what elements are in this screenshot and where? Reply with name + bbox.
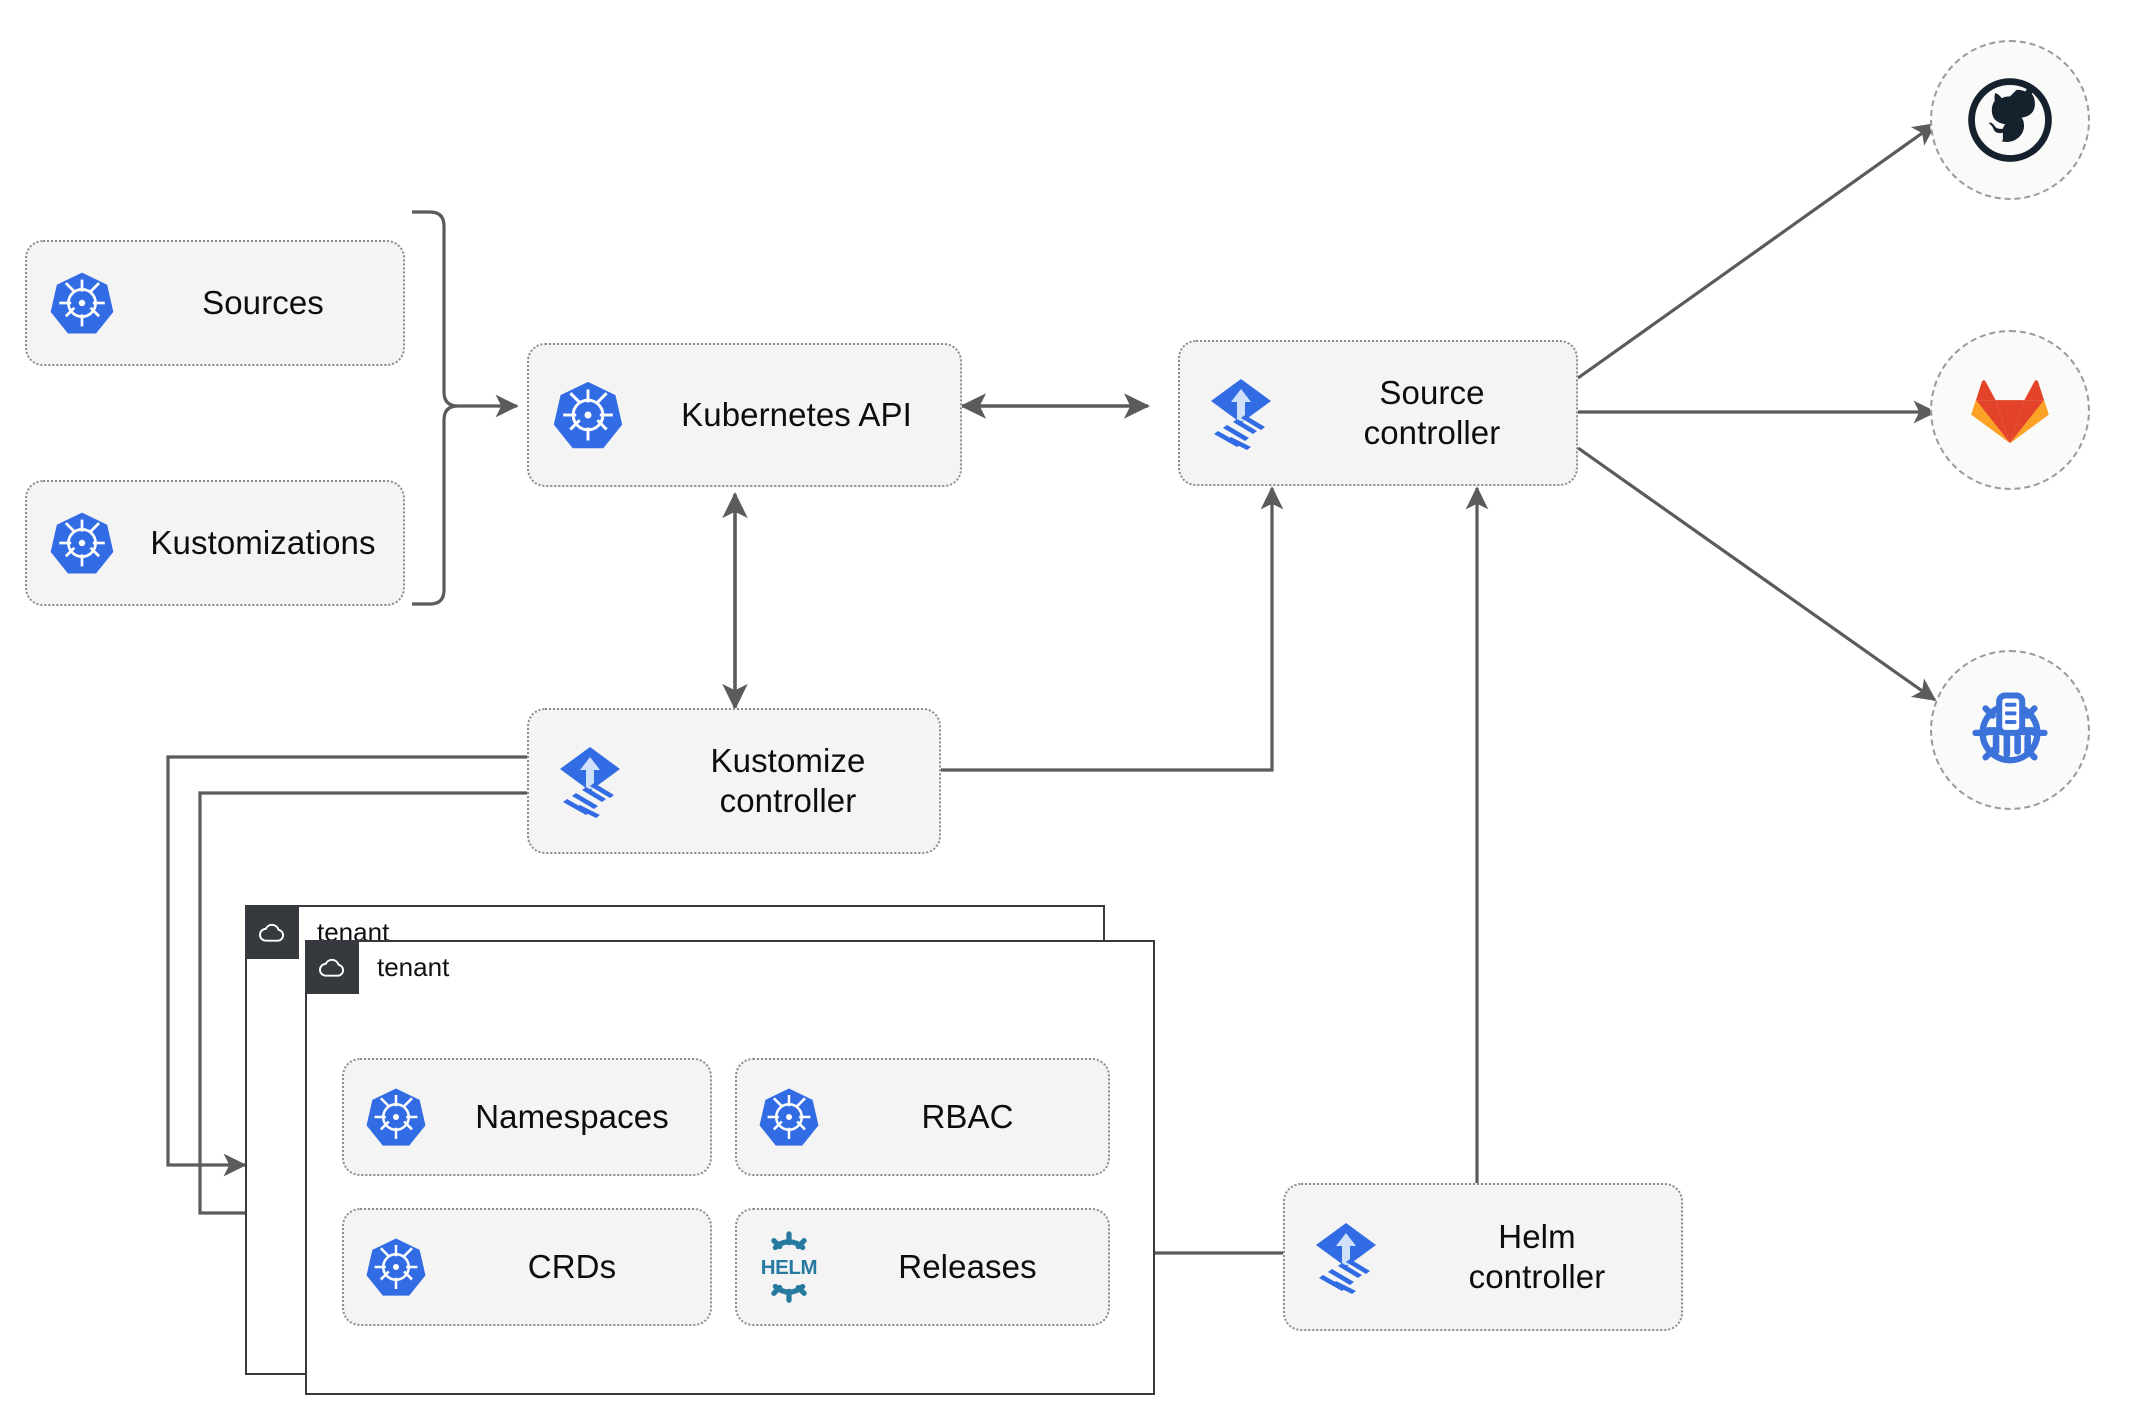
flux-icon	[1180, 373, 1302, 453]
node-label: Source controller	[1302, 373, 1576, 454]
node-releases[interactable]: HELM Releases	[735, 1208, 1110, 1326]
node-label: Releases	[898, 1247, 1037, 1285]
node-label: Namespaces	[475, 1097, 669, 1135]
cloud-icon	[245, 905, 299, 959]
node-source-controller[interactable]: Source controller	[1178, 340, 1578, 486]
provider-helm-repo[interactable]	[1930, 650, 2090, 810]
kubernetes-icon	[27, 510, 137, 576]
github-icon	[1968, 78, 2052, 162]
node-label-line2: controller	[719, 782, 857, 819]
kubernetes-icon	[737, 1086, 841, 1148]
provider-github[interactable]	[1930, 40, 2090, 200]
node-crds[interactable]: CRDs	[342, 1208, 712, 1326]
node-label-line1: Source	[1379, 373, 1485, 411]
node-label: Kustomize controller	[651, 741, 939, 822]
node-kustomizations[interactable]: Kustomizations	[25, 480, 405, 606]
kubernetes-icon	[529, 379, 647, 451]
node-label-line2: controller	[1468, 1258, 1606, 1295]
node-label: Kubernetes API	[681, 395, 912, 433]
kubernetes-icon	[344, 1236, 448, 1298]
kubernetes-icon	[27, 270, 137, 336]
node-kustomize-controller[interactable]: Kustomize controller	[527, 708, 941, 854]
cloud-icon	[305, 940, 359, 994]
node-label-line2: controller	[1363, 414, 1501, 451]
tenant-header-front: tenant	[305, 940, 449, 994]
node-namespaces[interactable]: Namespaces	[342, 1058, 712, 1176]
node-label-line1: Helm	[1498, 1217, 1576, 1255]
node-label-line1: Kustomize	[710, 741, 866, 779]
node-sources[interactable]: Sources	[25, 240, 405, 366]
node-label: Helm controller	[1407, 1217, 1681, 1298]
tenant-label: tenant	[377, 951, 450, 982]
kubernetes-icon	[344, 1086, 448, 1148]
node-label: Sources	[202, 283, 324, 321]
node-helm-controller[interactable]: Helm controller	[1283, 1183, 1683, 1331]
node-kubernetes-api[interactable]: Kubernetes API	[527, 343, 962, 487]
node-label: RBAC	[921, 1097, 1014, 1135]
flux-icon	[529, 741, 651, 821]
node-rbac[interactable]: RBAC	[735, 1058, 1110, 1176]
svg-text:HELM: HELM	[761, 1256, 817, 1279]
gitlab-icon	[1971, 380, 2049, 444]
flux-icon	[1285, 1217, 1407, 1297]
node-label: Kustomizations	[150, 523, 376, 561]
node-label: CRDs	[527, 1247, 617, 1285]
helm-icon: HELM	[737, 1228, 841, 1306]
helm-repo-icon	[1972, 692, 2048, 764]
provider-gitlab[interactable]	[1930, 330, 2090, 490]
